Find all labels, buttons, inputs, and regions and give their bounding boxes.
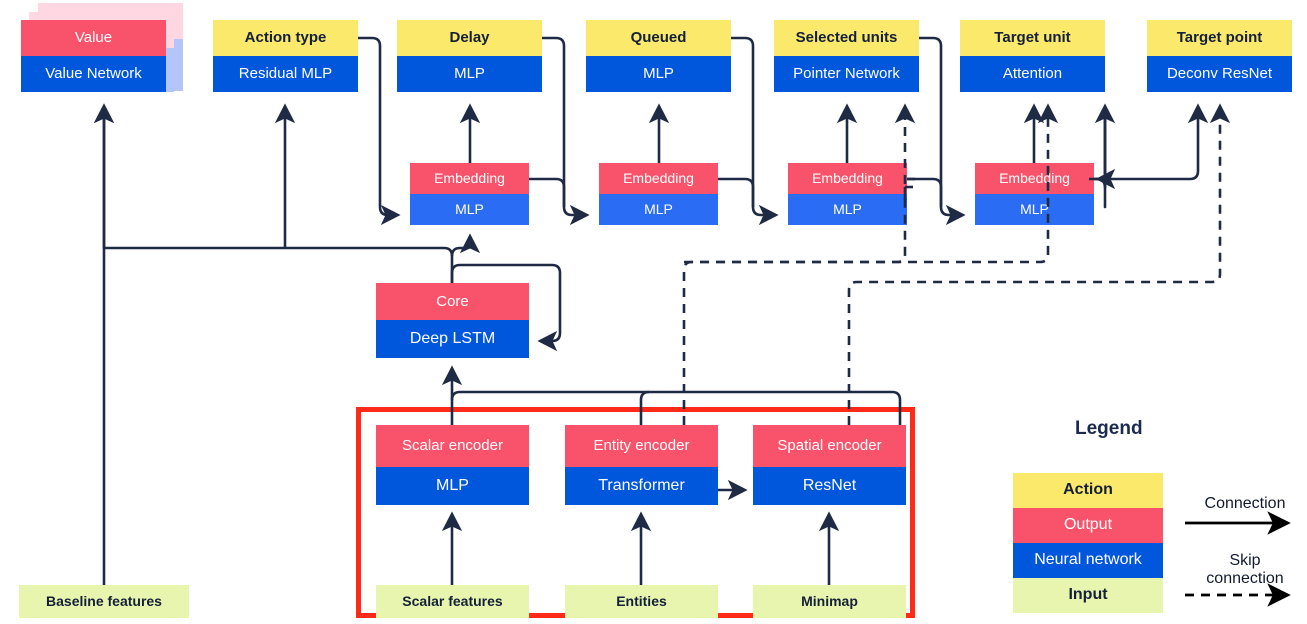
legend-swatch-action-label: Action xyxy=(1013,473,1163,508)
wire-skip-spatial-to-target-point xyxy=(847,103,1231,425)
legend-skip-label-line2: connection xyxy=(1206,570,1284,587)
input-scalar-features-label: Scalar features xyxy=(376,585,529,618)
head-target-unit-action-label: Target unit xyxy=(960,20,1105,56)
head-queued[interactable]: Queued MLP xyxy=(586,20,731,92)
head-target-unit-network-label: Attention xyxy=(960,56,1105,92)
head-selected-units-network-label: Pointer Network xyxy=(774,56,919,92)
head-selected-units-action-label: Selected units xyxy=(774,20,919,56)
embedding-2[interactable]: Embedding MLP xyxy=(599,163,718,225)
wire-embedding-1-lateral xyxy=(529,177,566,207)
core-block[interactable]: Core Deep LSTM xyxy=(376,283,529,358)
wire-embedding-3-lateral xyxy=(907,177,943,207)
wire-action-type-to-embedding-1 xyxy=(358,36,401,226)
head-action-type-action-label: Action type xyxy=(213,20,358,56)
head-delay[interactable]: Delay MLP xyxy=(397,20,542,92)
head-value-network-label: Value Network xyxy=(21,56,166,92)
head-value[interactable]: Value Value Network xyxy=(21,20,166,92)
legend-swatch-output: Output xyxy=(1013,508,1163,543)
head-action-type[interactable]: Action type Residual MLP xyxy=(213,20,358,92)
wire-selected-units-to-embedding-4 xyxy=(919,36,966,226)
core-output-label: Core xyxy=(376,283,529,320)
encoder-scalar-output-label: Scalar encoder xyxy=(376,425,529,467)
encoder-entity-output-label: Entity encoder xyxy=(565,425,718,467)
legend-swatch-input: Input xyxy=(1013,578,1163,613)
encoder-entity[interactable]: Entity encoder Transformer xyxy=(565,425,718,505)
embedding-2-output-label: Embedding xyxy=(599,163,718,194)
encoder-spatial-network-label: ResNet xyxy=(753,467,906,505)
input-minimap-label: Minimap xyxy=(753,585,906,618)
input-entities[interactable]: Entities xyxy=(565,585,718,618)
head-target-point[interactable]: Target point Deconv ResNet xyxy=(1147,20,1292,92)
input-baseline-features[interactable]: Baseline features xyxy=(19,585,189,618)
head-delay-network-label: MLP xyxy=(397,56,542,92)
wire-delay-to-embedding-2 xyxy=(542,36,590,226)
head-queued-network-label: MLP xyxy=(586,56,731,92)
embedding-3-network-label: MLP xyxy=(788,194,907,225)
head-target-point-network-label: Deconv ResNet xyxy=(1147,56,1292,92)
legend-title: Legend xyxy=(1075,418,1143,439)
encoder-spatial[interactable]: Spatial encoder ResNet xyxy=(753,425,906,505)
legend-swatch-neural-network: Neural network xyxy=(1013,543,1163,578)
wire-core-to-embedding-1 xyxy=(450,233,481,257)
wire-core-to-value-network xyxy=(93,103,454,283)
embedding-1-network-label: MLP xyxy=(410,194,529,225)
encoder-spatial-output-label: Spatial encoder xyxy=(753,425,906,467)
embedding-3-output-label: Embedding xyxy=(788,163,907,194)
legend-connection-label: Connection xyxy=(1204,495,1286,512)
legend-swatch-output-label: Output xyxy=(1013,508,1163,543)
wire-target-unit-riser xyxy=(1096,106,1107,189)
encoder-scalar-network-label: MLP xyxy=(376,467,529,505)
legend-arrows xyxy=(1185,511,1291,607)
legend-swatch-input-label: Input xyxy=(1013,578,1163,613)
head-delay-action-label: Delay xyxy=(397,20,542,56)
core-network-label: Deep LSTM xyxy=(376,320,529,358)
head-value-action-label: Value xyxy=(21,20,166,56)
input-entities-label: Entities xyxy=(565,585,718,618)
embedding-1[interactable]: Embedding MLP xyxy=(410,163,529,225)
head-queued-action-label: Queued xyxy=(586,20,731,56)
head-target-point-action-label: Target point xyxy=(1147,20,1292,56)
embedding-1-output-label: Embedding xyxy=(410,163,529,194)
embedding-4-network-label: MLP xyxy=(975,194,1094,225)
wire-embedding-4-feed-corner xyxy=(1095,177,1107,188)
embedding-2-network-label: MLP xyxy=(599,194,718,225)
wire-noop xyxy=(1095,177,1107,187)
head-selected-units[interactable]: Selected units Pointer Network xyxy=(774,20,919,92)
embedding-4[interactable]: Embedding MLP xyxy=(975,163,1094,225)
embedding-3[interactable]: Embedding MLP xyxy=(788,163,907,225)
wire-embedding-2-lateral xyxy=(718,177,755,207)
wire-queued-to-embedding-3 xyxy=(731,36,779,226)
wire-embedding-4-to-target-point xyxy=(1094,103,1209,181)
encoder-scalar[interactable]: Scalar encoder MLP xyxy=(376,425,529,505)
embedding-4-output-label: Embedding xyxy=(975,163,1094,194)
head-target-unit[interactable]: Target unit Attention xyxy=(960,20,1105,92)
input-scalar-features[interactable]: Scalar features xyxy=(376,585,529,618)
encoder-entity-network-label: Transformer xyxy=(565,467,718,505)
head-action-type-network-label: Residual MLP xyxy=(213,56,358,92)
legend-swatch-neural-network-label: Neural network xyxy=(1013,543,1163,578)
input-minimap[interactable]: Minimap xyxy=(753,585,906,618)
input-baseline-features-label: Baseline features xyxy=(19,585,189,618)
legend-skip-label-line1: Skip xyxy=(1229,552,1261,569)
legend-swatch-action: Action xyxy=(1013,473,1163,508)
